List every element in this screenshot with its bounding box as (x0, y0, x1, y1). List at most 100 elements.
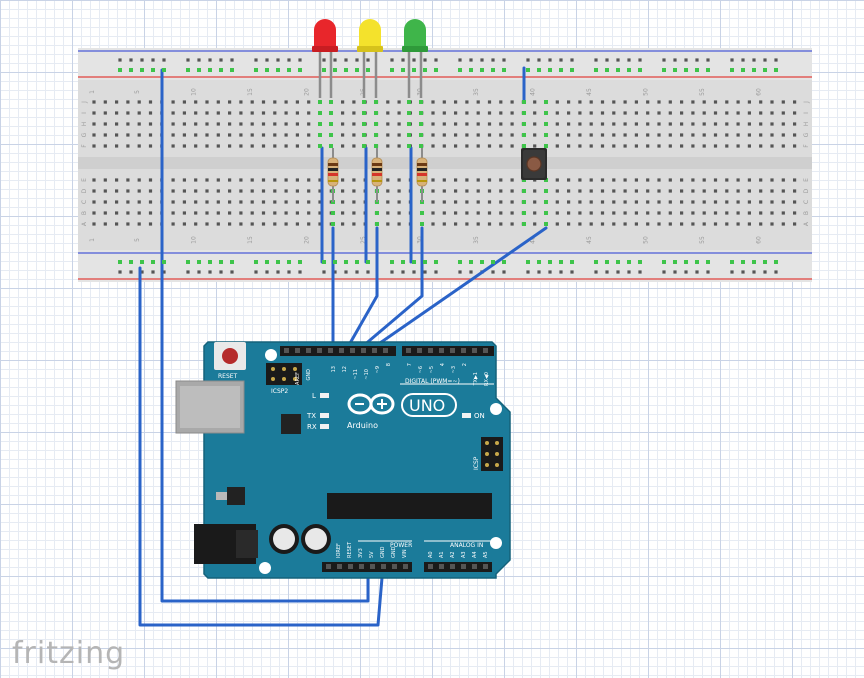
breadboard-hole (759, 200, 763, 204)
header-pin (483, 564, 488, 569)
breadboard-hole (442, 178, 446, 182)
digital-pin-label: 13 (331, 366, 337, 372)
breadboard-hole (612, 100, 616, 104)
breadboard-hole (725, 100, 729, 104)
breadboard-hole (600, 222, 605, 226)
breadboard-hole (250, 144, 254, 148)
connected-hole (374, 122, 378, 126)
breadboard-hole (442, 144, 446, 148)
capacitor-1 (269, 524, 299, 554)
breadboard-hole (228, 211, 232, 215)
connected-hole (412, 260, 416, 264)
breadboard-hole (284, 178, 288, 182)
breadboard-hole (691, 111, 695, 115)
connected-hole (419, 122, 423, 126)
row-letter: H (803, 122, 810, 127)
breadboard-hole (759, 222, 763, 226)
breadboard-hole (126, 133, 130, 137)
connected-hole (219, 260, 223, 264)
connected-hole (401, 68, 405, 72)
rail-hole (741, 58, 745, 62)
digital-pin-label: AREF (295, 372, 301, 385)
connected-hole (594, 260, 598, 264)
connected-hole (594, 68, 598, 72)
breadboard-hole (736, 100, 740, 104)
breadboard-hole (623, 211, 627, 215)
breadboard-hole (578, 133, 582, 137)
rail-hole (763, 58, 767, 62)
breadboard-hole (115, 100, 119, 104)
icsp2-label: ICSP2 (271, 388, 288, 395)
rail-hole (638, 270, 642, 274)
breadboard-hole (431, 211, 435, 215)
breadboard-hole (284, 200, 288, 204)
breadboard-hole (454, 144, 458, 148)
breadboard-hole (442, 189, 446, 193)
power-pin-label: VIN (402, 549, 408, 558)
breadboard-hole (589, 122, 593, 126)
connected-hole (544, 178, 548, 182)
breadboard-hole (634, 122, 638, 126)
breadboard-hole (623, 111, 627, 115)
breadboard-hole (465, 222, 469, 226)
connected-hole (129, 260, 133, 264)
breadboard-hole (92, 100, 96, 104)
breadboard-hole (713, 144, 718, 148)
connected-hole (401, 260, 405, 264)
breadboard-hole (465, 100, 469, 104)
rail-hole (695, 58, 699, 62)
breadboard-hole (578, 122, 582, 126)
model-label: UNO (409, 396, 445, 415)
breadboard-hole (759, 144, 763, 148)
digital-pin-label: GND (306, 369, 312, 381)
breadboard-hole (273, 211, 277, 215)
header-pin (284, 348, 289, 353)
breadboard-hole (770, 100, 774, 104)
breadboard-hole (386, 111, 390, 115)
connected-hole (219, 68, 223, 72)
analog-pin-label: A5 (483, 551, 489, 558)
breadboard-hole (612, 122, 616, 126)
breadboard-hole (386, 178, 390, 182)
breadboard-hole (341, 178, 345, 182)
rail-hole (162, 58, 166, 62)
breadboard-hole (793, 178, 797, 182)
breadboard-hole (137, 211, 141, 215)
center-channel (78, 157, 812, 169)
rail-hole (287, 58, 291, 62)
breadboard-hole (747, 211, 751, 215)
breadboard-hole (476, 178, 480, 182)
header-pin (381, 564, 386, 569)
fritzing-watermark: fritzing (12, 636, 126, 671)
breadboard-hole (352, 133, 356, 137)
header-pin (317, 348, 322, 353)
breadboard-hole (646, 144, 650, 148)
l-led-label: L (312, 392, 316, 400)
connected-hole (162, 68, 166, 72)
breadboard-hole (623, 189, 627, 193)
breadboard-hole (216, 111, 220, 115)
rail-hole (673, 58, 677, 62)
breadboard-hole (781, 111, 785, 115)
breadboard-hole (759, 122, 763, 126)
breadboard-hole (228, 111, 232, 115)
icsp-header (481, 437, 503, 471)
breadboard-hole (578, 144, 582, 148)
breadboard-hole (171, 222, 175, 226)
breadboard-hole (747, 178, 751, 182)
breadboard-hole (691, 222, 695, 226)
connected-hole (140, 68, 144, 72)
icsp-label: ICSP (473, 456, 480, 470)
connected-hole (197, 260, 201, 264)
connected-hole (362, 144, 366, 148)
connected-hole (375, 222, 379, 226)
breadboard-hole (646, 200, 650, 204)
rail-hole (548, 58, 552, 62)
breadboard-hole (770, 189, 774, 193)
connected-hole (254, 68, 258, 72)
connected-hole (491, 68, 495, 72)
breadboard-hole (499, 189, 503, 193)
breadboard-hole (352, 211, 356, 215)
breadboard-hole (442, 211, 446, 215)
